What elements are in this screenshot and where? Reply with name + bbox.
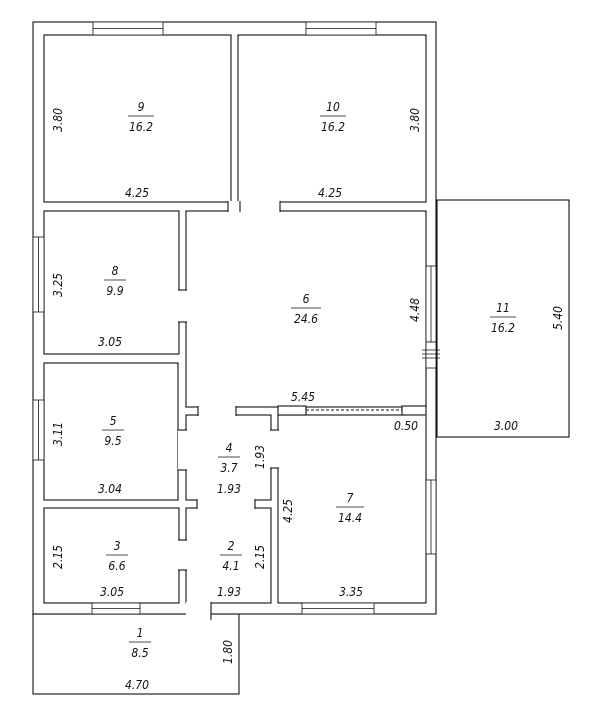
room-area-8: 9.9 xyxy=(106,284,123,298)
dim-r1-width: 4.70 xyxy=(125,678,149,692)
room-area-11: 16.2 xyxy=(491,321,515,335)
room-area-7: 14.4 xyxy=(338,511,362,525)
dim-r11-width: 3.00 xyxy=(494,419,518,433)
room-number-4: 4 xyxy=(226,441,233,455)
dim-r1-depth: 1.80 xyxy=(221,640,235,664)
dim-r8-width: 3.05 xyxy=(98,335,122,349)
dim-r6-width: 5.45 xyxy=(291,390,315,404)
dim-r5-depth: 3.11 xyxy=(51,422,65,446)
room-area-1: 8.5 xyxy=(131,646,148,660)
room-7-area xyxy=(277,414,427,604)
dim-r4-depth: 1.93 xyxy=(253,445,267,469)
house-walls xyxy=(32,21,437,615)
room-number-3: 3 xyxy=(114,539,121,553)
dim-r5-width: 3.04 xyxy=(98,482,122,496)
dim-opening: 0.50 xyxy=(394,419,418,433)
dim-r8-depth: 3.25 xyxy=(51,273,65,297)
room-number-2: 2 xyxy=(228,539,235,553)
room-area-9: 16.2 xyxy=(129,120,153,134)
dim-r10-width: 4.25 xyxy=(318,186,342,200)
room-area-4: 3.7 xyxy=(220,461,237,475)
width-dimensions: 4.25 4.25 3.05 5.45 0.50 3.00 3.04 1.93 … xyxy=(98,186,518,692)
dim-r11-depth: 5.40 xyxy=(551,306,565,330)
dim-r3-width: 3.05 xyxy=(100,585,124,599)
dim-r7-depth: 4.25 xyxy=(281,499,295,523)
room-9-area xyxy=(43,34,232,203)
room-10-area xyxy=(237,34,427,203)
room-number-5: 5 xyxy=(110,414,117,428)
room-5-area xyxy=(43,362,179,501)
room-area-3: 6.6 xyxy=(108,559,125,573)
room-area-5: 9.5 xyxy=(104,434,121,448)
dim-r7-width: 3.35 xyxy=(339,585,363,599)
dim-r3-depth: 2.15 xyxy=(51,545,65,569)
room-area-2: 4.1 xyxy=(222,559,239,573)
room-number-8: 8 xyxy=(112,264,119,278)
room-number-11: 11 xyxy=(496,301,510,315)
depth-dimensions: 3.80 3.80 3.25 4.48 5.40 3.11 1.93 4.25 … xyxy=(51,108,565,664)
room-area-10: 16.2 xyxy=(321,120,345,134)
room-area-6: 24.6 xyxy=(294,312,318,326)
door-openings xyxy=(178,201,426,615)
room-labels: 9 16.2 10 16.2 8 9.9 6 24.6 11 16.2 5 9.… xyxy=(102,100,516,660)
dim-r6-depth: 4.48 xyxy=(408,298,422,322)
room-number-9: 9 xyxy=(138,100,145,114)
dim-r9-depth: 3.80 xyxy=(51,108,65,132)
room-6-area xyxy=(185,210,427,408)
windows xyxy=(32,21,440,615)
room-number-1: 1 xyxy=(137,626,144,640)
dim-r10-depth: 3.80 xyxy=(408,108,422,132)
room-number-10: 10 xyxy=(326,100,340,114)
dim-r2-width: 1.93 xyxy=(217,585,241,599)
room-number-6: 6 xyxy=(303,292,310,306)
dim-r4-width: 1.93 xyxy=(217,482,241,496)
room-number-7: 7 xyxy=(347,491,354,505)
dim-r2-depth: 2.15 xyxy=(253,545,267,569)
dim-r9-width: 4.25 xyxy=(125,186,149,200)
room-11-outline xyxy=(436,199,570,438)
room-8-area xyxy=(43,210,180,355)
